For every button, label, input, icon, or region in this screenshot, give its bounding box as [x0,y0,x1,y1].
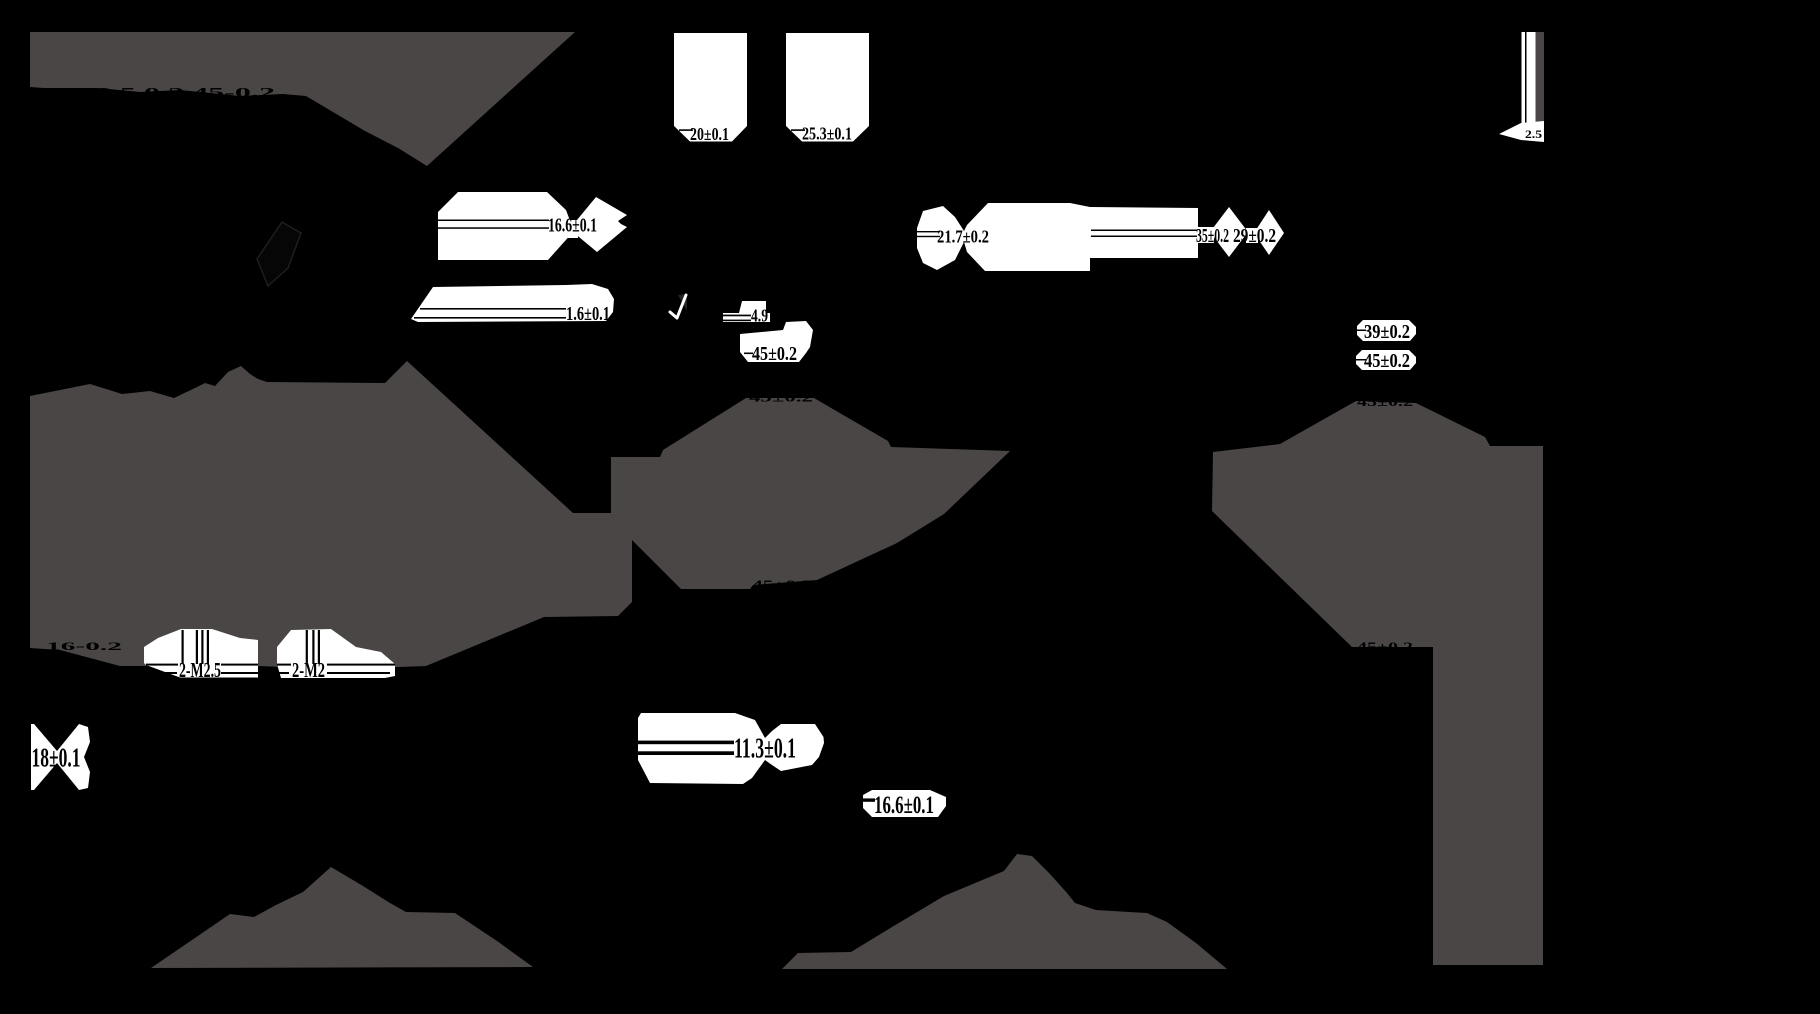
svg-text:18±0.1: 18±0.1 [32,743,81,773]
svg-text:21.7±0.2: 21.7±0.2 [937,227,989,247]
svg-text:45±0.2: 45±0.2 [1364,350,1410,372]
svg-text:45±0.2: 45±0.2 [749,390,813,405]
svg-text:16-0.2: 16-0.2 [46,639,122,653]
svg-text:45±0.2: 45±0.2 [1357,639,1413,654]
svg-text:16.6±0.1: 16.6±0.1 [874,792,934,819]
svg-text:35±0.2: 35±0.2 [1196,225,1229,247]
svg-text:45±0.2: 45±0.2 [752,343,797,365]
svg-text:2-M2.5: 2-M2.5 [179,658,221,682]
svg-text:2-M2: 2-M2 [292,658,325,682]
svg-text:20±0.1: 20±0.1 [690,124,729,144]
svg-text:11.3±0.1: 11.3±0.1 [734,734,796,765]
svg-text:16.6±0.1: 16.6±0.1 [548,215,597,237]
svg-text:29±0.2: 29±0.2 [1233,225,1276,247]
svg-text:45±0.2: 45±0.2 [752,577,812,592]
svg-text:45±0.2: 45±0.2 [1357,394,1413,409]
svg-text:25.3±0.1: 25.3±0.1 [802,124,852,144]
svg-text:39±0.2: 39±0.2 [1364,321,1410,343]
svg-text:4-9 0.5 0.2 45-0.2: 4-9 0.5 0.2 45-0.2 [45,86,275,101]
svg-text:2.5: 2.5 [1525,127,1542,141]
svg-text:1.6±0.1: 1.6±0.1 [566,303,610,325]
svg-text:4.9: 4.9 [751,306,768,326]
